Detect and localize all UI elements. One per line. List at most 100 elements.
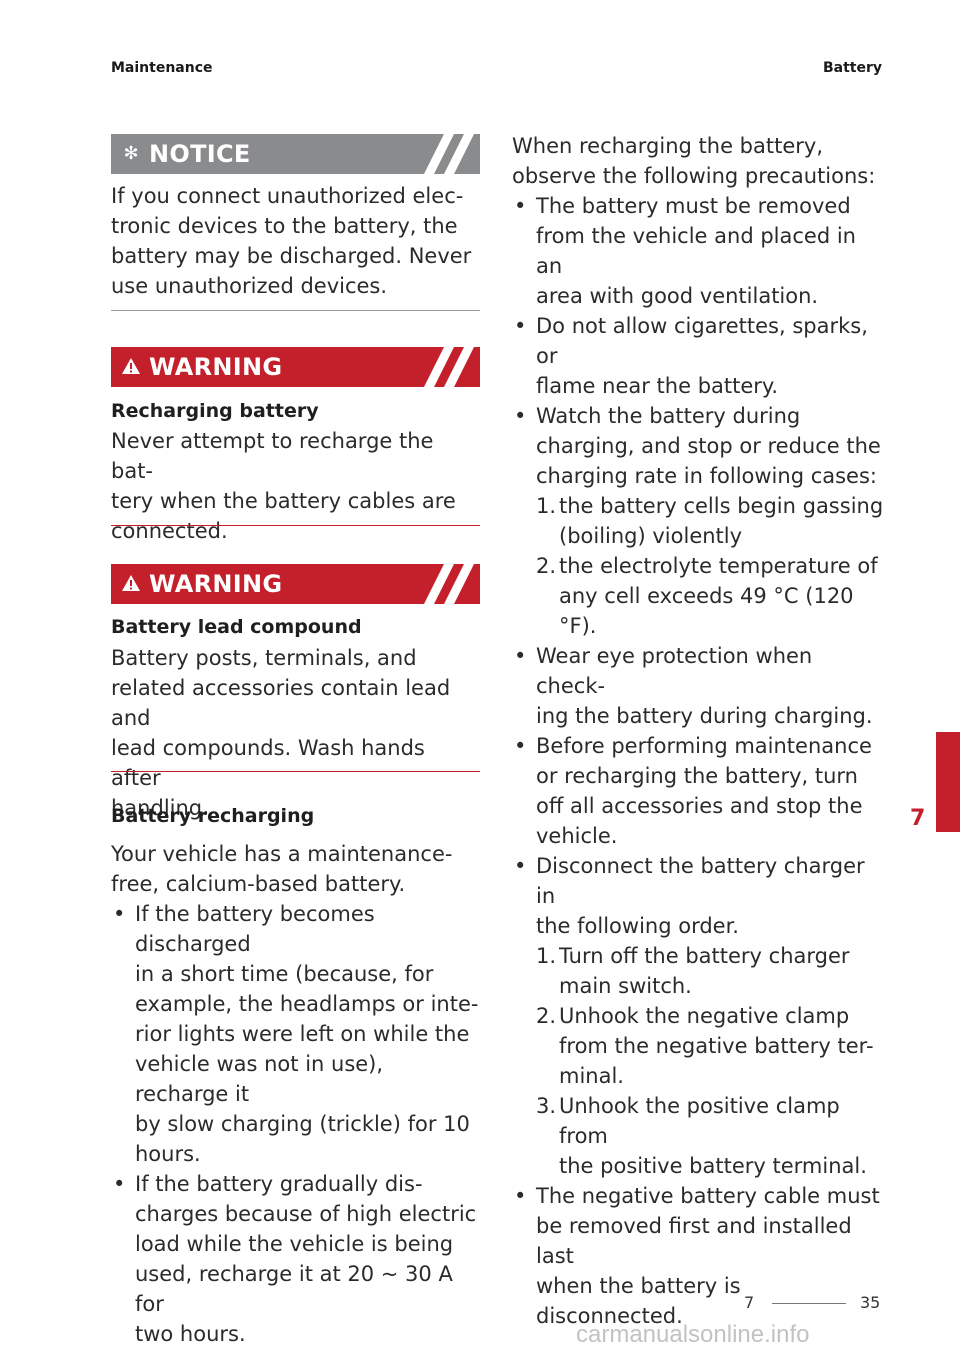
intro-line: Your vehicle has a maintenance- bbox=[111, 842, 453, 866]
list-item-line: load while the vehicle is being bbox=[135, 1232, 454, 1256]
precautions-section: When recharging the battery, observe the… bbox=[512, 131, 884, 1331]
warning-triangle-icon bbox=[120, 357, 142, 377]
list-item-line: vehicle. bbox=[536, 824, 618, 848]
section-heading: Battery recharging bbox=[111, 805, 315, 827]
list-item-line: off all accessories and stop the bbox=[536, 794, 863, 818]
footer-page-number: 35 bbox=[860, 1293, 881, 1312]
running-header-topic: Battery bbox=[822, 60, 882, 76]
item-number: 1. bbox=[536, 494, 557, 518]
list-item-line: If the battery becomes discharged bbox=[135, 902, 375, 956]
list-item-line: in a short time (because, for bbox=[135, 962, 434, 986]
intro-line: When recharging the battery, bbox=[512, 134, 824, 158]
list-item-line: Wear eye protection when check- bbox=[536, 644, 813, 698]
warning-2-body: Battery lead compound Battery posts, ter… bbox=[111, 614, 480, 823]
list-item-line: The battery must be removed bbox=[536, 194, 851, 218]
warning-banner-1: WARNING bbox=[111, 347, 480, 387]
notice-banner: ✻ NOTICE bbox=[111, 134, 480, 174]
list-item-line: example, the headlamps or inte- bbox=[135, 992, 479, 1016]
intro-line: observe the following precautions: bbox=[512, 164, 876, 188]
warning-text-line: connected. bbox=[111, 519, 228, 543]
warning-title: WARNING bbox=[149, 570, 283, 598]
chapter-tab bbox=[936, 732, 960, 832]
list-item: • If the battery becomes discharged in a… bbox=[111, 899, 480, 1169]
recharging-bullet-list: • If the battery becomes discharged in a… bbox=[111, 899, 480, 1349]
bullet-marker: • bbox=[514, 194, 527, 218]
warning-text-line: handling. bbox=[111, 796, 209, 820]
list-item-line: (boiling) violently bbox=[559, 524, 743, 548]
list-item-line: from the vehicle and placed in an bbox=[536, 224, 856, 278]
item-number: 3. bbox=[536, 1094, 557, 1118]
list-item: • The battery must be removed from the v… bbox=[512, 191, 884, 311]
list-item-line: flame near the battery. bbox=[536, 374, 779, 398]
warning-text-line: related accessories contain lead and bbox=[111, 676, 451, 730]
list-item-line: vehicle was not in use), recharge it bbox=[135, 1052, 384, 1106]
numbered-list: 1. the battery cells begin gassing (boil… bbox=[536, 491, 884, 641]
asterisk-icon: ✻ bbox=[123, 143, 139, 164]
warning-banner-2: WARNING bbox=[111, 564, 480, 604]
list-item-line: hours. bbox=[135, 1142, 201, 1166]
numbered-item: 1. the battery cells begin gassing (boil… bbox=[536, 491, 884, 551]
list-item: • The negative battery cable must be rem… bbox=[512, 1181, 884, 1331]
warning-1-body: Recharging battery Never attempt to rech… bbox=[111, 398, 480, 546]
list-item: • Disconnect the battery charger in the … bbox=[512, 851, 884, 1181]
list-item-line: from the negative battery ter- bbox=[559, 1034, 874, 1058]
notice-text-line: battery may be discharged. Never bbox=[111, 244, 472, 268]
list-item-line: two hours. bbox=[135, 1322, 246, 1346]
precautions-bullet-list: • The battery must be removed from the v… bbox=[512, 191, 884, 1331]
bullet-marker: • bbox=[514, 734, 527, 758]
warning-text-line: Never attempt to recharge the bat- bbox=[111, 429, 434, 483]
warning-title: WARNING bbox=[149, 353, 283, 381]
warning-2-divider bbox=[111, 771, 480, 772]
list-item-line: area with good ventilation. bbox=[536, 284, 819, 308]
list-item-line: charges because of high electric bbox=[135, 1202, 477, 1226]
list-item-line: minal. bbox=[559, 1064, 624, 1088]
numbered-list: 1. Turn off the battery charger main swi… bbox=[536, 941, 884, 1181]
item-number: 2. bbox=[536, 1004, 557, 1028]
notice-text-line: If you connect unauthorized elec- bbox=[111, 184, 464, 208]
list-item: • If the battery gradually dis- charges … bbox=[111, 1169, 480, 1349]
bullet-marker: • bbox=[514, 854, 527, 878]
warning-1-divider bbox=[111, 525, 480, 526]
intro-line: free, calcium-based battery. bbox=[111, 872, 406, 896]
numbered-item: 3. Unhook the positive clamp from the po… bbox=[536, 1091, 884, 1181]
footer-rule bbox=[772, 1303, 846, 1304]
notice-body: If you connect unauthorized elec- tronic… bbox=[111, 181, 480, 301]
list-item-line: by slow charging (trickle) for 10 bbox=[135, 1112, 470, 1136]
warning-text-line: lead compounds. Wash hands after bbox=[111, 736, 425, 790]
item-number: 2. bbox=[536, 554, 557, 578]
list-item-line: Do not allow cigarettes, sparks, or bbox=[536, 314, 868, 368]
footer-chapter-number: 7 bbox=[744, 1293, 755, 1312]
chapter-tab-number: 7 bbox=[910, 806, 926, 831]
battery-recharging-section: Battery recharging Your vehicle has a ma… bbox=[111, 803, 480, 1349]
warning-subtitle: Battery lead compound bbox=[111, 616, 362, 638]
warning-triangle-icon bbox=[120, 574, 142, 594]
numbered-item: 2. the electrolyte temperature of any ce… bbox=[536, 551, 884, 641]
list-item-line: Unhook the negative clamp bbox=[559, 1004, 850, 1028]
list-item-line: Watch the battery during bbox=[536, 404, 801, 428]
list-item-line: Turn off the battery charger bbox=[559, 944, 850, 968]
list-item-line: the positive battery terminal. bbox=[559, 1154, 867, 1178]
list-item-line: the following order. bbox=[536, 914, 739, 938]
list-item-line: used, recharge it at 20 ~ 30 A for bbox=[135, 1262, 453, 1316]
banner-stripes bbox=[424, 564, 474, 604]
list-item-line: ing the battery during charging. bbox=[536, 704, 873, 728]
list-item-line: the electrolyte temperature of bbox=[559, 554, 878, 578]
bullet-marker: • bbox=[113, 1172, 126, 1196]
numbered-item: 2. Unhook the negative clamp from the ne… bbox=[536, 1001, 884, 1091]
list-item-line: Disconnect the battery charger in bbox=[536, 854, 865, 908]
list-item-line: any cell exceeds 49 °C (120 °F). bbox=[559, 584, 854, 638]
list-item-line: when the battery is disconnected. bbox=[536, 1274, 741, 1328]
list-item-line: main switch. bbox=[559, 974, 692, 998]
banner-stripes bbox=[424, 347, 474, 387]
banner-stripes bbox=[424, 134, 474, 174]
list-item-line: If the battery gradually dis- bbox=[135, 1172, 423, 1196]
bullet-marker: • bbox=[113, 902, 126, 926]
list-item-line: The negative battery cable must bbox=[536, 1184, 880, 1208]
bullet-marker: • bbox=[514, 314, 527, 338]
warning-subtitle: Recharging battery bbox=[111, 400, 319, 422]
notice-divider bbox=[111, 310, 480, 311]
list-item-line: rior lights were left on while the bbox=[135, 1022, 470, 1046]
warning-text-line: tery when the battery cables are bbox=[111, 489, 456, 513]
warning-text-line: Battery posts, terminals, and bbox=[111, 646, 417, 670]
notice-text-line: use unauthorized devices. bbox=[111, 274, 388, 298]
